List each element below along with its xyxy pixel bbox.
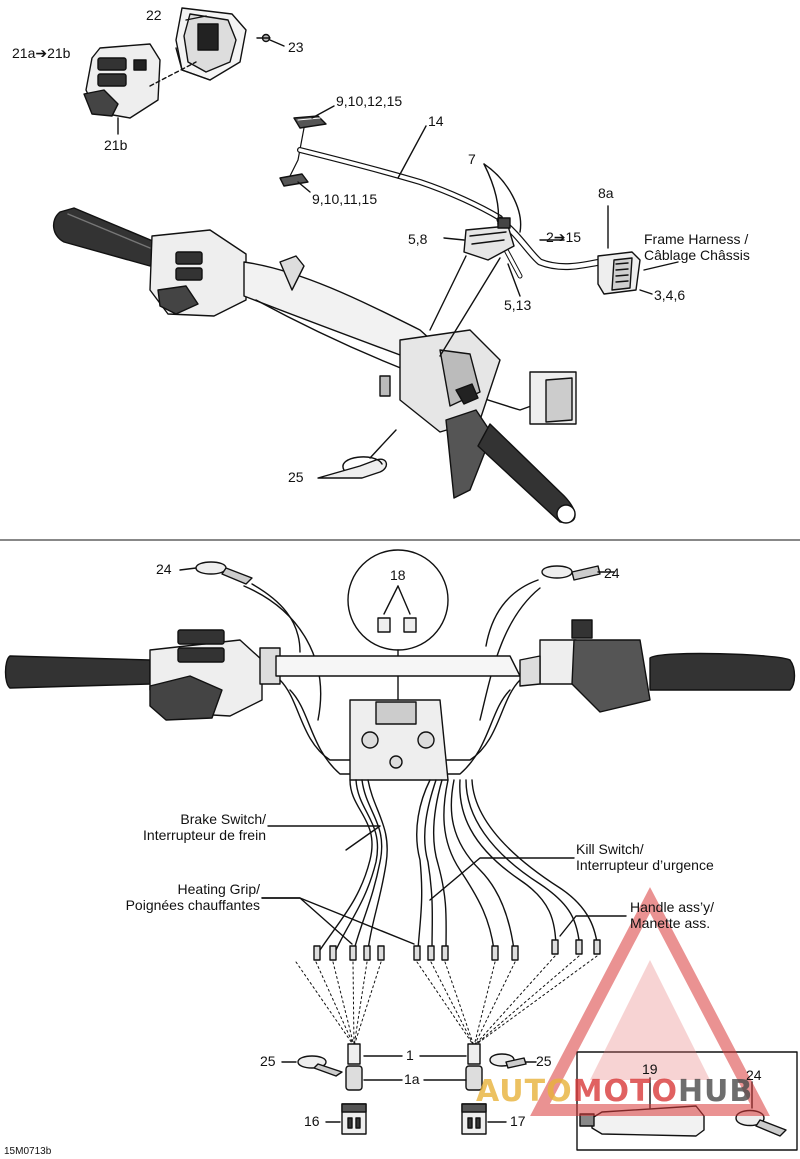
screw-part — [256, 33, 271, 43]
callout-7: 7 — [468, 151, 476, 167]
brake-switch-label-en: Brake Switch/ — [180, 811, 266, 827]
callout-25-left: 25 — [260, 1053, 276, 1069]
watermark-text: AUTOMOTOHUB — [476, 1074, 753, 1109]
cable-tie-24-right — [541, 565, 601, 581]
callout-19: 19 — [642, 1061, 658, 1077]
callout-17: 17 — [510, 1113, 526, 1129]
callout-2-15: 2➔15 — [546, 229, 582, 245]
callout-25-top: 25 — [288, 469, 304, 485]
watermark-part-3: HUB — [677, 1074, 754, 1109]
harness-14 — [297, 147, 604, 279]
connector-9b — [279, 173, 309, 187]
callout-21b: 21b — [104, 137, 128, 153]
callout-24-right: 24 — [604, 565, 620, 581]
heating-grip-label-fr: Poignées chauffantes — [125, 897, 260, 913]
connector-16 — [341, 1103, 367, 1135]
callout-9-10-11-15: 9,10,11,15 — [312, 191, 378, 207]
callout-18: 18 — [390, 567, 406, 583]
callout-24-left: 24 — [156, 561, 172, 577]
callout-5-8: 5,8 — [408, 231, 428, 247]
cable-tie-25-right — [489, 1053, 527, 1069]
cable-tie-25-top — [317, 456, 387, 479]
callout-24-inset: 24 — [746, 1067, 762, 1083]
callout-21a: 21a➔21b — [12, 45, 71, 61]
handle-label-en: Handle ass’y/ — [630, 899, 715, 915]
cable-tie-24-left — [195, 561, 253, 585]
handle-label-fr: Manette ass. — [630, 915, 711, 931]
handlebar-assembly-top — [53, 207, 577, 524]
callout-16: 16 — [304, 1113, 320, 1129]
callout-5-13: 5,13 — [504, 297, 532, 313]
heating-grip-label-en: Heating Grip/ — [177, 881, 260, 897]
callout-8a: 8a — [598, 185, 614, 201]
kill-switch-label-fr: Interrupteur d’urgence — [576, 857, 714, 873]
callout-22: 22 — [146, 7, 162, 23]
frame-harness-label-fr: Câblage Châssis — [644, 247, 750, 263]
housing-cover-part — [175, 7, 247, 81]
connector-8a — [597, 251, 641, 295]
kill-switch-label-en: Kill Switch/ — [576, 841, 644, 857]
connector-17 — [461, 1103, 487, 1135]
callout-23: 23 — [288, 39, 304, 55]
callout-14: 14 — [428, 113, 444, 129]
callout-9-10-12-15: 9,10,12,15 — [336, 93, 403, 109]
frame-harness-label-en: Frame Harness / — [644, 231, 749, 247]
handlebar-front-view — [4, 619, 796, 781]
callout-1: 1 — [406, 1047, 414, 1063]
watermark-logo — [530, 887, 770, 1116]
watermark-part-2: MOTO — [572, 1074, 678, 1109]
cable-tie-25-left — [297, 1055, 343, 1077]
switch-housing-part — [83, 43, 161, 119]
sleeve-connector-left — [345, 1043, 363, 1091]
callout-25-right: 25 — [536, 1053, 552, 1069]
sleeve-connector-right — [465, 1043, 483, 1091]
callout-3-4-6: 3,4,6 — [654, 287, 686, 303]
brake-switch-label-fr: Interrupteur de frein — [143, 827, 266, 843]
watermark-part-1: AUTO — [476, 1074, 573, 1109]
connector-9a — [293, 115, 327, 129]
drawing-code: 15M0713b — [4, 1146, 52, 1157]
connector-5-8 — [463, 217, 515, 261]
callout-1a: 1a — [404, 1071, 420, 1087]
